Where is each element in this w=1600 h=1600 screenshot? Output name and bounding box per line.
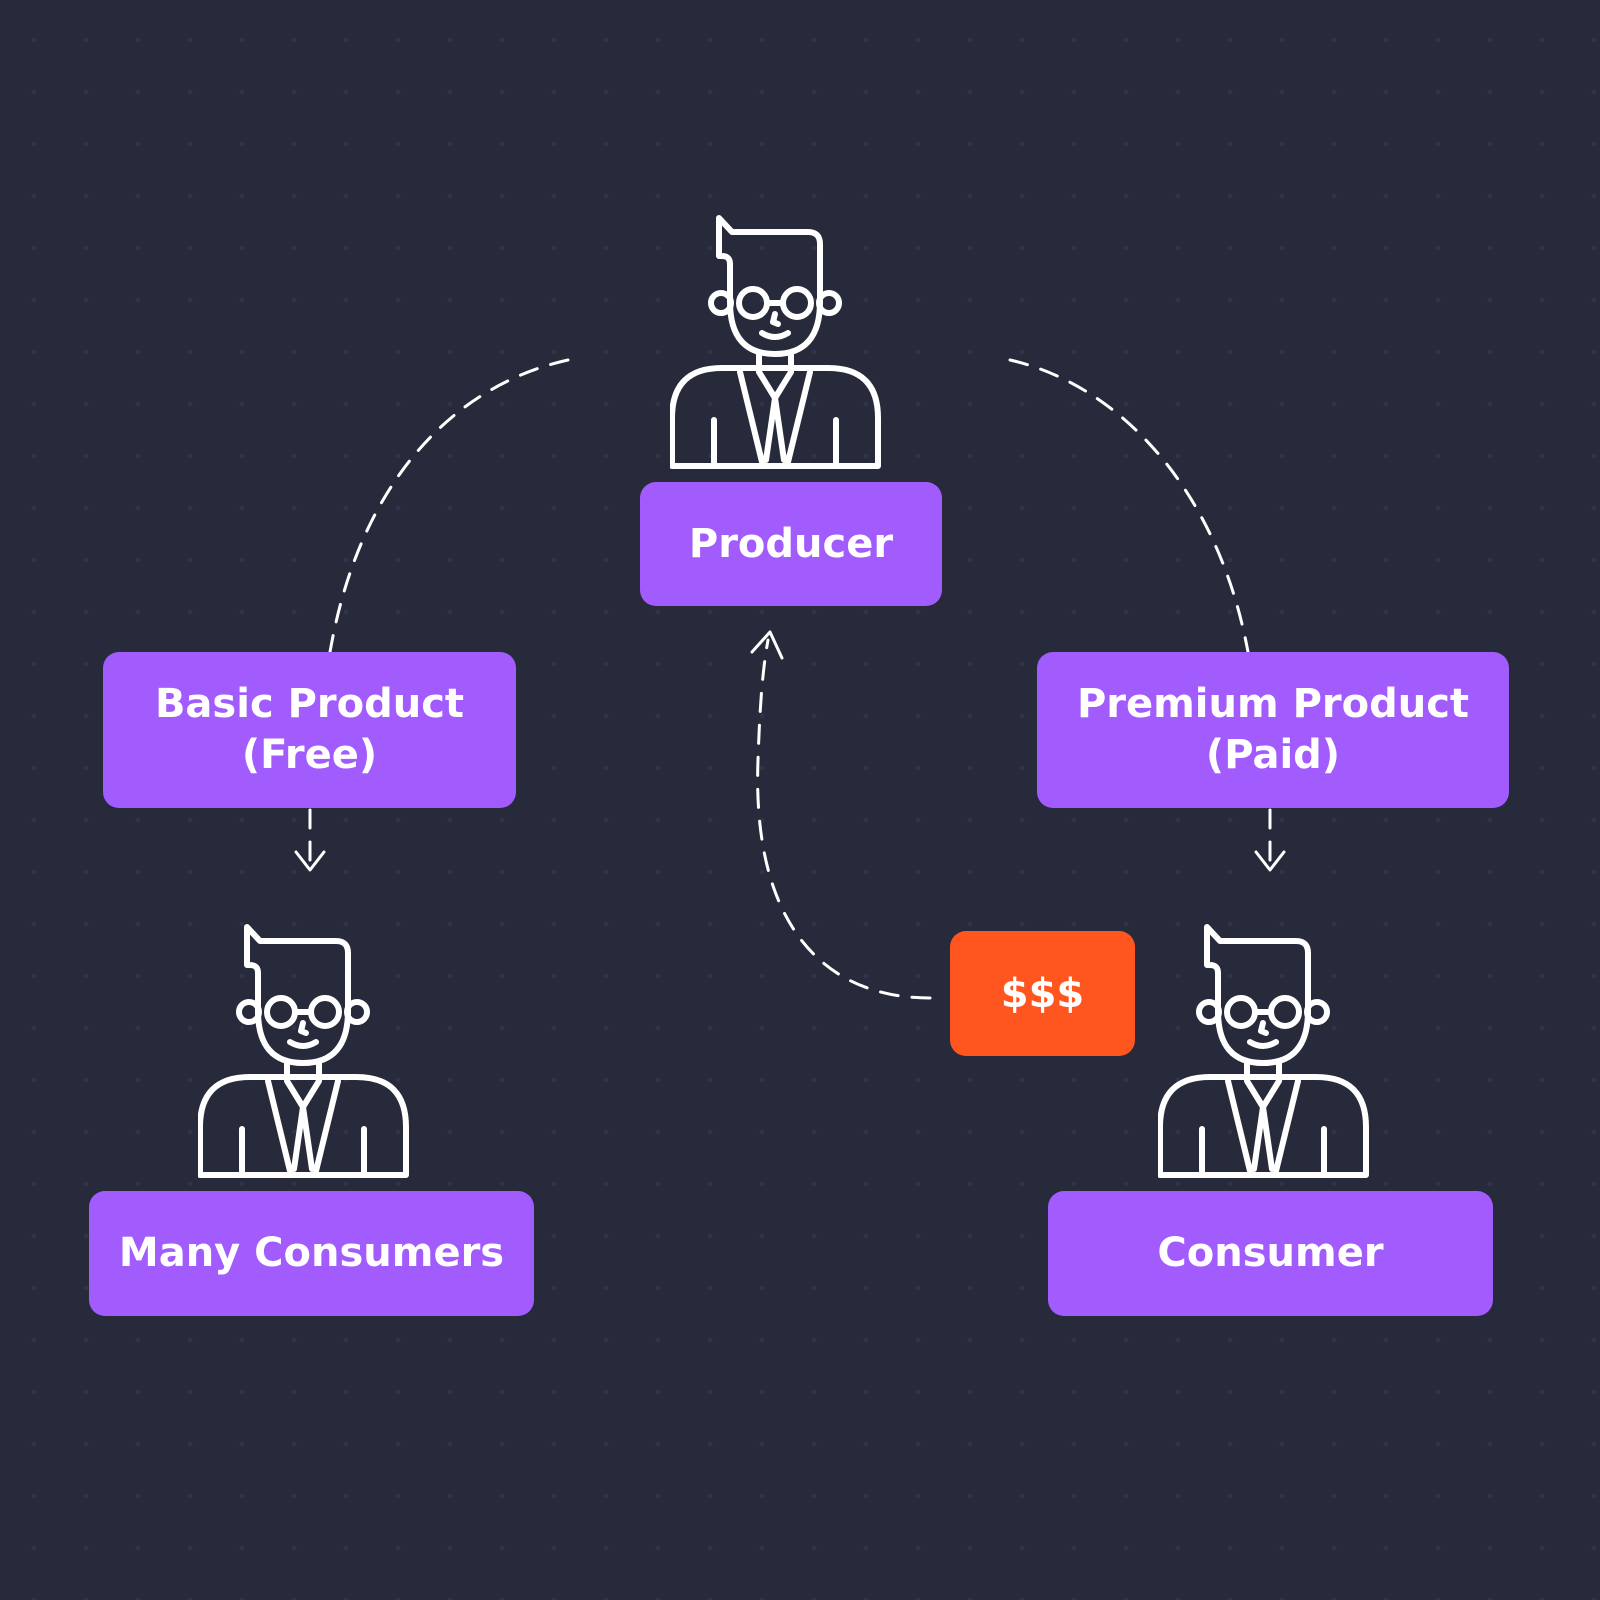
producer-label: Producer	[688, 520, 894, 567]
many-consumers-businessman-icon	[198, 924, 409, 1178]
consumer-node[interactable]: Consumer	[1048, 1191, 1493, 1316]
premium-product-node[interactable]: Premium Product (Paid)	[1037, 652, 1509, 808]
premium-product-title: Premium Product	[1076, 681, 1470, 728]
payment-label: $$$	[1000, 970, 1085, 1017]
producer-businessman-icon	[670, 215, 881, 469]
arrow-producer-to-premium	[1008, 358, 1250, 654]
arrow-producer-to-basic	[328, 358, 570, 654]
arrowhead-consumer	[1254, 850, 1286, 872]
basic-product-title: Basic Product	[154, 681, 465, 728]
basic-product-node[interactable]: Basic Product (Free)	[103, 652, 516, 808]
premium-product-price-tag: (Paid)	[1205, 732, 1341, 778]
arrow-payment-to-producer	[756, 638, 932, 1000]
consumer-label: Consumer	[1157, 1230, 1384, 1277]
payment-badge[interactable]: $$$	[950, 931, 1135, 1056]
arrowhead-many-consumers	[294, 850, 326, 872]
arrowhead-producer	[750, 630, 784, 660]
many-consumers-node[interactable]: Many Consumers	[89, 1191, 534, 1316]
basic-product-price-tag: (Free)	[241, 732, 378, 778]
many-consumers-label: Many Consumers	[118, 1230, 505, 1277]
producer-node[interactable]: Producer	[640, 482, 942, 606]
consumer-businessman-icon	[1158, 924, 1369, 1178]
